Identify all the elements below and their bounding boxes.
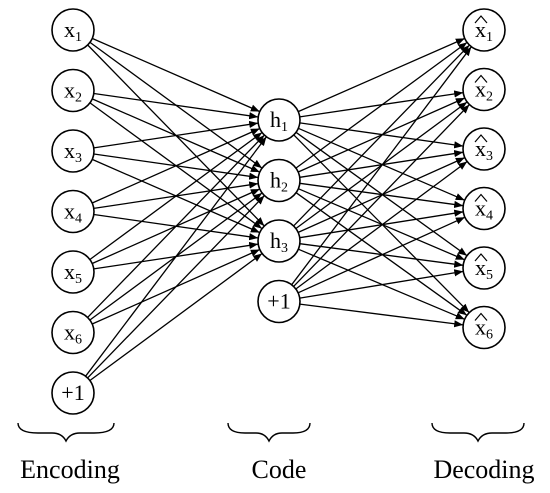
encoding-node-label: x1	[64, 17, 82, 45]
code-node-label: h1	[270, 107, 288, 135]
decoding-node-label: x3	[475, 136, 493, 164]
decoding-node-circle	[462, 186, 506, 231]
decoding-node-label: x2	[475, 77, 493, 105]
encoding-node-label: x4	[64, 199, 82, 227]
edge-code-4-to-decoding-5	[299, 269, 464, 299]
encoding-node-label: x3	[64, 138, 82, 166]
code-node-circle	[257, 98, 301, 142]
decoding-label: Decoding	[433, 455, 534, 484]
encoding-node-label: x5	[64, 259, 82, 287]
edge-code-4-to-decoding-3	[295, 160, 468, 290]
encoding-node-3: x3	[51, 129, 95, 173]
edge-code-4-to-decoding-2	[293, 104, 470, 287]
code-node-circle	[257, 158, 301, 203]
decoding-node-label: x1	[475, 17, 493, 45]
decoding-node-6: x6	[462, 305, 506, 350]
hat-accent-icon	[474, 253, 488, 262]
encoding-node-circle	[51, 189, 95, 234]
edge-encoding-4-to-code-1	[91, 127, 261, 204]
edge-code-2-to-decoding-1	[295, 41, 468, 169]
code-node-label: +1	[267, 289, 290, 314]
edge-code-4-to-decoding-4	[297, 216, 466, 294]
code-node-circle	[257, 219, 301, 263]
hat-accent-icon	[474, 312, 488, 321]
encoding-node-circle	[51, 8, 95, 52]
edge-code-3-to-decoding-1	[293, 44, 470, 227]
encoding-node-circle	[51, 371, 95, 415]
edge-encoding-1-to-code-1	[91, 37, 261, 113]
decoding-node-circle	[462, 246, 506, 290]
encoding-node-1: x1	[51, 8, 95, 52]
code-node-label: h3	[270, 228, 288, 256]
decoding-node-label: x5	[475, 255, 493, 283]
edge-code-4-to-decoding-6	[299, 303, 464, 328]
hat-accent-icon	[474, 74, 488, 83]
code-label: Code	[252, 455, 307, 484]
hat-accent-icon	[474, 193, 488, 202]
edge-encoding-6-to-code-1	[87, 134, 265, 318]
decoding-brace	[431, 422, 525, 443]
encoding-node-circle	[51, 68, 95, 113]
decoding-node-circle	[462, 305, 506, 350]
encoding-node-label: +1	[61, 380, 84, 405]
encoding-brace	[17, 422, 115, 443]
code-node-2: h2	[257, 158, 301, 203]
decoding-node-2: x2	[462, 67, 506, 112]
code-brace	[227, 422, 311, 443]
edge-encoding-7-to-code-3	[89, 252, 263, 382]
decoding-node-label: x4	[475, 196, 493, 224]
encoding-node-bias: +1	[51, 371, 95, 415]
connections	[85, 37, 472, 382]
decoding-node-3: x3	[462, 127, 506, 171]
code-node-circle	[257, 279, 301, 324]
hat-accent-icon	[474, 15, 488, 24]
encoding-node-label: x2	[64, 78, 82, 106]
decoding-node-circle	[462, 8, 506, 52]
code-node-1: h1	[257, 98, 301, 142]
encoding-node-circle	[51, 250, 95, 294]
encoding-node-6: x6	[51, 310, 95, 355]
code-node-bias: +1	[257, 279, 301, 324]
decoding-node-circle	[462, 127, 506, 171]
neuron-nodes: x1 x2 x3 x4 x5 x6 +1 h1 h2 h3 +1 x1 x2 x3 x4 x5 x6	[51, 8, 506, 415]
edge-encoding-7-to-code-2	[87, 195, 265, 379]
encoding-node-5: x5	[51, 250, 95, 294]
hat-accent-icon	[474, 134, 488, 143]
decoding-node-5: x5	[462, 246, 506, 290]
encoding-label: Encoding	[20, 455, 120, 484]
edge-code-4-to-decoding-1	[291, 46, 472, 286]
decoding-node-1: x1	[462, 8, 506, 52]
encoding-node-4: x4	[51, 189, 95, 234]
encoding-node-label: x6	[64, 320, 82, 348]
decoding-node-4: x4	[462, 186, 506, 231]
edge-code-1-to-decoding-1	[297, 37, 466, 113]
edge-encoding-2-to-code-1	[93, 92, 259, 120]
code-node-3: h3	[257, 219, 301, 263]
decoding-node-circle	[462, 67, 506, 112]
code-node-label: h2	[270, 168, 288, 196]
edge-encoding-7-to-code-1	[85, 136, 267, 377]
decoding-node-label: x6	[475, 315, 493, 343]
encoding-node-circle	[51, 129, 95, 173]
edge-encoding-3-to-code-1	[93, 120, 259, 149]
edge-encoding-5-to-code-1	[89, 131, 263, 261]
encoding-node-2: x2	[51, 68, 95, 113]
encoding-node-circle	[51, 310, 95, 355]
